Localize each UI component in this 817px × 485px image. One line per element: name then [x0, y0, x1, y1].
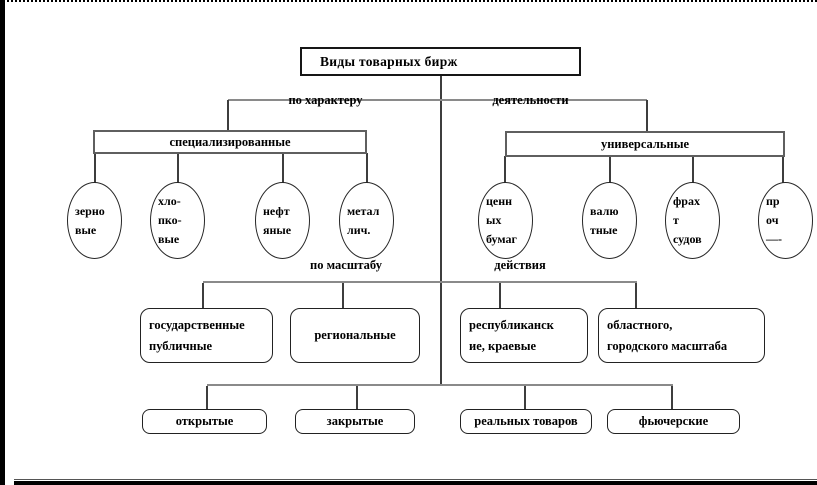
oval-node-freight: фрах т судов: [665, 182, 720, 259]
connector-line: [504, 156, 506, 183]
connector-line: [356, 386, 358, 410]
node-regional: региональные: [290, 308, 420, 363]
node-real-goods: реальных товаров: [460, 409, 592, 434]
node-open: открытые: [142, 409, 267, 434]
edge-label-by-character: по характеру: [288, 93, 363, 107]
oval-label: пр оч —-: [766, 194, 782, 246]
connector-line: [782, 156, 784, 183]
page-border-bottom-line: [14, 479, 817, 480]
node-label: государственные публичные: [149, 317, 245, 353]
edge-label-of-action: действия: [494, 258, 546, 272]
connector-line: [635, 283, 637, 309]
oval-label: фрах т судов: [673, 194, 702, 246]
node-label: реальных товаров: [474, 414, 578, 428]
root-node: Виды товарных бирж: [300, 47, 581, 76]
connector-line: [499, 283, 501, 309]
category-universal: универсальные: [505, 131, 785, 157]
oval-node-oil: нефт яные: [255, 182, 310, 259]
node-closed: закрытые: [295, 409, 415, 434]
connector-line-tier2: [203, 281, 637, 283]
oval-label: зерно вые: [75, 203, 105, 237]
oval-node-securities: ценн ых бумаг: [478, 182, 533, 259]
connector-line-tier3: [207, 384, 673, 386]
connector-line: [692, 156, 694, 183]
node-label: фьючерские: [638, 414, 709, 428]
node-label: закрытые: [326, 414, 384, 428]
node-label: открытые: [175, 414, 234, 428]
node-futures: фьючерские: [607, 409, 740, 434]
trunk-line: [440, 75, 442, 385]
category-label: универсальные: [600, 136, 690, 151]
oval-label: метал лич.: [347, 203, 380, 237]
oval-label: валю тные: [590, 203, 619, 237]
connector-line-tier1: [228, 99, 647, 101]
oval-node-currency: валю тные: [582, 182, 637, 259]
connector-line: [342, 283, 344, 309]
page-border-bottom: [14, 481, 817, 485]
node-republican: республиканск ие, краевые: [460, 308, 588, 363]
connector-line: [609, 156, 611, 183]
connector-line: [202, 283, 204, 309]
oval-node-other: пр оч —-: [758, 182, 813, 259]
oval-label: нефт яные: [263, 203, 292, 237]
node-label: региональные: [314, 328, 396, 342]
edge-label-activity: деятельности: [492, 93, 569, 107]
page-border-left: [0, 0, 5, 485]
oval-node-cotton: хло- пко- вые: [150, 182, 205, 259]
oval-label: хло- пко- вые: [158, 194, 182, 246]
oval-node-metal: метал лич.: [339, 182, 394, 259]
connector-line: [671, 386, 673, 410]
connector-line: [206, 386, 208, 410]
category-specialized: специализированные: [93, 130, 367, 154]
connector-line: [282, 153, 284, 183]
connector-line: [227, 100, 229, 131]
category-label: специализированные: [169, 134, 291, 149]
connector-line: [177, 153, 179, 183]
connector-line: [366, 153, 368, 183]
oval-node-grain: зерно вые: [67, 182, 122, 259]
node-city-scale: областного, городского масштаба: [598, 308, 765, 363]
page-border-top: [0, 0, 817, 2]
edge-label-by-scale: по масштабу: [310, 258, 382, 272]
oval-label: ценн ых бумаг: [486, 194, 517, 246]
node-label: областного, городского масштаба: [607, 317, 728, 353]
node-label: республиканск ие, краевые: [469, 317, 554, 353]
connector-line: [94, 153, 96, 183]
connector-line: [646, 100, 648, 132]
node-state-public: государственные публичные: [140, 308, 273, 363]
root-node-label: Виды товарных бирж: [320, 53, 458, 69]
connector-line: [524, 386, 526, 410]
